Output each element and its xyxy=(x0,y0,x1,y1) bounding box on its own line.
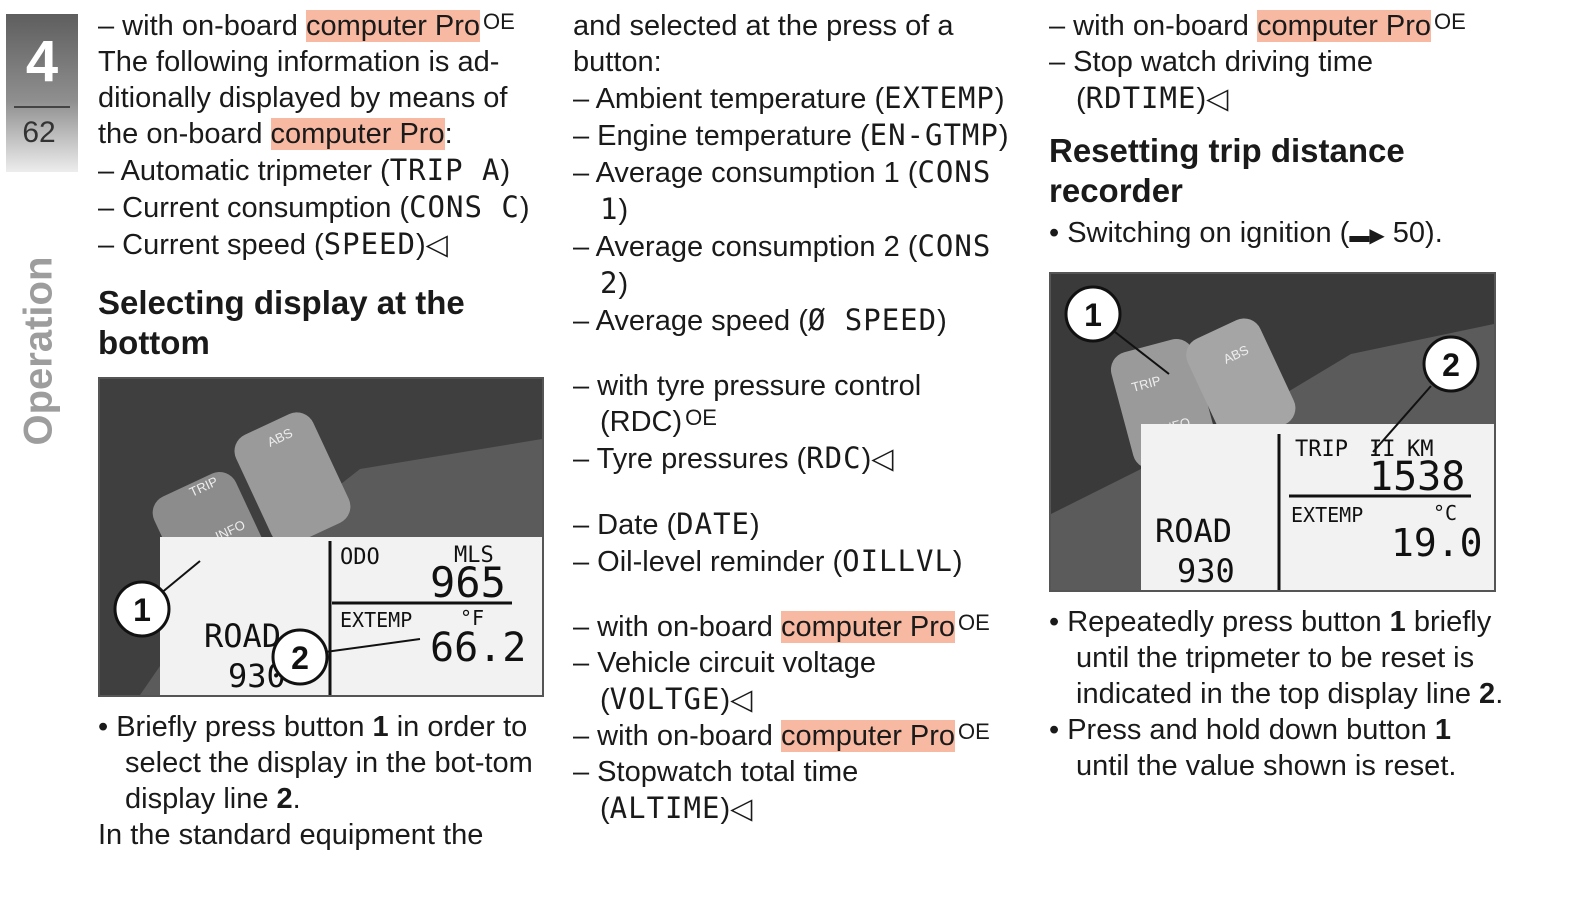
callout-1 xyxy=(1064,285,1122,343)
list-item: – Current consumption (CONS C) xyxy=(98,190,530,224)
callout-1 xyxy=(113,580,171,638)
callout-2 xyxy=(271,628,329,686)
callout-1-label: 1 xyxy=(133,592,151,628)
page-number: 62 xyxy=(22,116,56,149)
column-2: and selected at the press of a button: –… xyxy=(573,8,1013,827)
page-reference-arrow-icon: ▬▶ xyxy=(1349,225,1385,247)
highlight-computer-pro: computer Pro xyxy=(780,611,956,643)
intro-paragraph: and selected at the press of a button: xyxy=(573,10,954,78)
chapter-tab: 4 62 xyxy=(6,14,78,172)
list-item: – Date (DATE) xyxy=(573,507,760,541)
highlight-computer-pro: computer Pro xyxy=(780,720,956,752)
list-item: – Stop watch driving time (RDTIME)◁ xyxy=(1049,46,1373,115)
display-bottom-value: 66.2 xyxy=(430,625,526,671)
display-road-label: ROAD xyxy=(1155,512,1232,550)
callout-2-label: 2 xyxy=(1442,347,1460,383)
display-mls-label: MLS xyxy=(454,543,494,568)
chapter-number: 4 xyxy=(25,29,59,94)
display-unit-label: °F xyxy=(460,606,484,630)
instruction-step: • Repeatedly press button 1 briefly unti… xyxy=(1049,606,1504,710)
instruction-step: • Press and hold down button 1 until the… xyxy=(1049,714,1457,782)
display-road-label: ROAD xyxy=(204,617,281,655)
display-bottom-value: 19.0 xyxy=(1391,521,1483,565)
display-km-label: KM xyxy=(1407,437,1434,462)
list-item: – Current speed (SPEED)◁ xyxy=(98,227,448,261)
display-top-value: 1538 xyxy=(1369,454,1465,500)
highlight-computer-pro: computer Pro xyxy=(1256,10,1432,42)
callout-1-label: 1 xyxy=(1084,297,1102,333)
list-item: – Average speed (Ø SPEED) xyxy=(573,303,947,337)
instruction-step: • Briefly press button 1 in order to sel… xyxy=(98,711,533,815)
highlight-computer-pro: computer Pro xyxy=(305,10,481,42)
display-trip-label: TRIP xyxy=(1295,437,1348,462)
display-top-value: 965 xyxy=(430,558,506,607)
list-item: – Average consumption 1 (CONS 1) xyxy=(573,155,992,226)
rdc-line: – with tyre pressure control (RDC)OE xyxy=(573,370,922,438)
display-odo-label: ODO xyxy=(340,545,380,570)
tail-paragraph: In the standard equipment the xyxy=(98,819,484,851)
callout-2-label: 2 xyxy=(291,640,309,676)
ignition-step: • Switching on ignition (▬▶ 50). xyxy=(1049,217,1443,249)
list-item: – Ambient temperature (EXTEMP) xyxy=(573,81,1005,115)
callout-2 xyxy=(1422,335,1480,393)
list-item: – Engine temperature (EN-GTMP) xyxy=(573,118,1009,152)
handlebar-illustration: TRIP INFO ABS TRIP II KM 1538 EXTEMP °C … xyxy=(1051,274,1494,590)
display-unit-label: °C xyxy=(1433,501,1457,525)
highlight-computer-pro: computer Pro xyxy=(270,118,445,150)
list-item: – Average consumption 2 (CONS 2) xyxy=(573,229,992,300)
list-item: – Stopwatch total time (ALTIME)◁ xyxy=(573,756,859,825)
list-item: – Vehicle circuit voltage (VOLTGE)◁ xyxy=(573,647,877,716)
list-item: – Automatic tripmeter (TRIP A) xyxy=(98,153,511,187)
display-extemp-label: EXTEMP xyxy=(1291,503,1363,527)
figure-reset-trip: TRIP INFO ABS TRIP II KM 1538 EXTEMP °C … xyxy=(1049,272,1496,592)
figure-display-select: TRIP INFO ABS ODO MLS 965 EXTEMP °F 66.2… xyxy=(98,377,544,697)
intro-paragraph: The following information is ad-ditional… xyxy=(98,46,508,150)
list-item: – Tyre pressures (RDC)◁ xyxy=(573,441,894,475)
chapter-divider xyxy=(14,106,70,108)
trip-button-label: TRIP xyxy=(1130,373,1162,395)
display-road-value: 930 xyxy=(1177,552,1235,590)
section-label: Operation xyxy=(16,256,61,446)
display-extemp-label: EXTEMP xyxy=(340,608,412,632)
handlebar-illustration: TRIP INFO ABS ODO MLS 965 EXTEMP °F 66.2… xyxy=(100,379,542,695)
section-heading: Selecting display at the bottom xyxy=(98,284,465,361)
list-item: – Oil-level reminder (OILLVL) xyxy=(573,544,963,578)
section-heading: Resetting trip distance recorder xyxy=(1049,132,1405,209)
